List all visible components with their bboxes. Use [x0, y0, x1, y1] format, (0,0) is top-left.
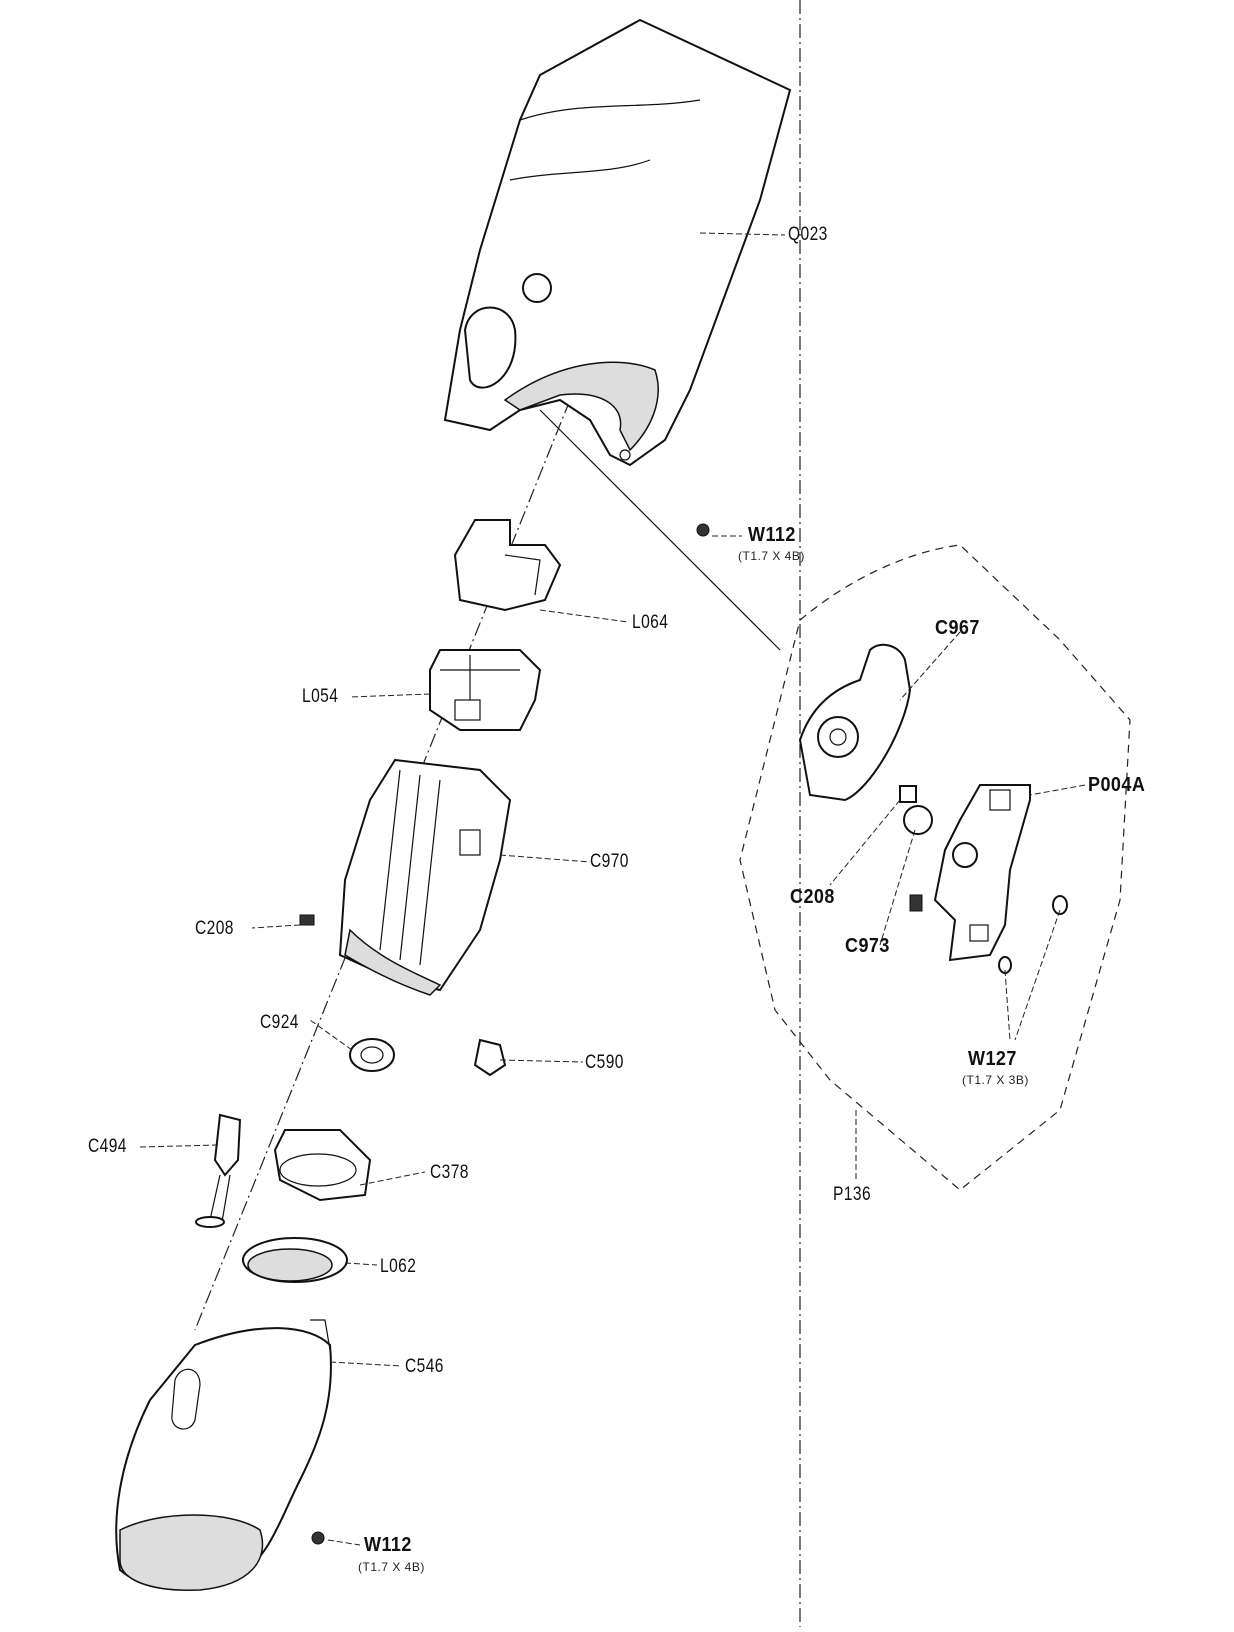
label-c924: C924	[260, 1012, 299, 1033]
leader-c590	[499, 1059, 584, 1063]
part-p004a	[933, 784, 1068, 974]
part-l062	[242, 1237, 348, 1283]
label-l054: L054	[302, 686, 339, 707]
leader-w112-bottom	[327, 1539, 361, 1546]
screw-w112-top	[696, 523, 710, 537]
part-c378	[273, 1129, 372, 1202]
label-c378: C378	[430, 1162, 469, 1183]
secondary-axis	[539, 409, 781, 651]
label-p136: P136	[833, 1184, 872, 1205]
leader-c494	[139, 1144, 219, 1148]
label-c208-left: C208	[195, 918, 234, 939]
leader-w127	[1004, 909, 1061, 1041]
leader-c924	[309, 1019, 353, 1051]
leader-c378	[359, 1171, 426, 1186]
label-p004a: P004A	[1088, 774, 1146, 796]
spec-w127: (T1.7 X 3B)	[962, 1073, 1029, 1087]
leader-c208-right	[829, 799, 901, 886]
leader-c970	[499, 854, 591, 863]
leader-l054	[349, 693, 431, 698]
label-q023: Q023	[788, 224, 828, 245]
subassembly-outline-p136	[739, 544, 1131, 1191]
assembly-axis	[194, 399, 571, 1331]
spec-w112-bottom: (T1.7 X 4B)	[358, 1560, 425, 1574]
label-c546: C546	[405, 1356, 444, 1377]
leader-c967	[899, 631, 961, 701]
spec-w112-top: (T1.7 X 4B)	[738, 549, 805, 563]
leader-p004a	[1029, 784, 1086, 796]
label-c967: C967	[935, 617, 980, 639]
label-c590: C590	[585, 1052, 624, 1073]
label-c208-right: C208	[790, 886, 835, 908]
leader-c546	[329, 1361, 403, 1367]
label-c973: C973	[845, 935, 890, 957]
label-w112-bottom: W112	[364, 1534, 412, 1556]
label-l064: L064	[632, 612, 669, 633]
housing-c546	[115, 1319, 332, 1591]
leader-l062	[344, 1262, 378, 1266]
leader-l064	[539, 609, 629, 623]
part-c967	[798, 643, 912, 802]
part-l054	[429, 649, 542, 731]
screw-w112-bottom	[311, 1531, 325, 1545]
label-l062: L062	[380, 1256, 417, 1277]
label-w127: W127	[968, 1048, 1017, 1070]
leader-c973	[879, 829, 916, 946]
label-c970: C970	[590, 851, 629, 872]
part-c208-right	[899, 785, 917, 803]
part-c590	[473, 1038, 507, 1077]
part-c494	[195, 1113, 242, 1228]
label-c494: C494	[88, 1136, 127, 1157]
part-c208-left	[299, 914, 315, 926]
part-c970	[338, 758, 512, 996]
leader-c208-left	[251, 924, 301, 929]
part-c973	[903, 805, 933, 912]
label-w112-top: W112	[748, 524, 796, 546]
part-c924	[349, 1038, 395, 1072]
part-l064	[453, 519, 562, 612]
leader-q023	[699, 232, 786, 236]
housing-q023	[443, 18, 792, 467]
